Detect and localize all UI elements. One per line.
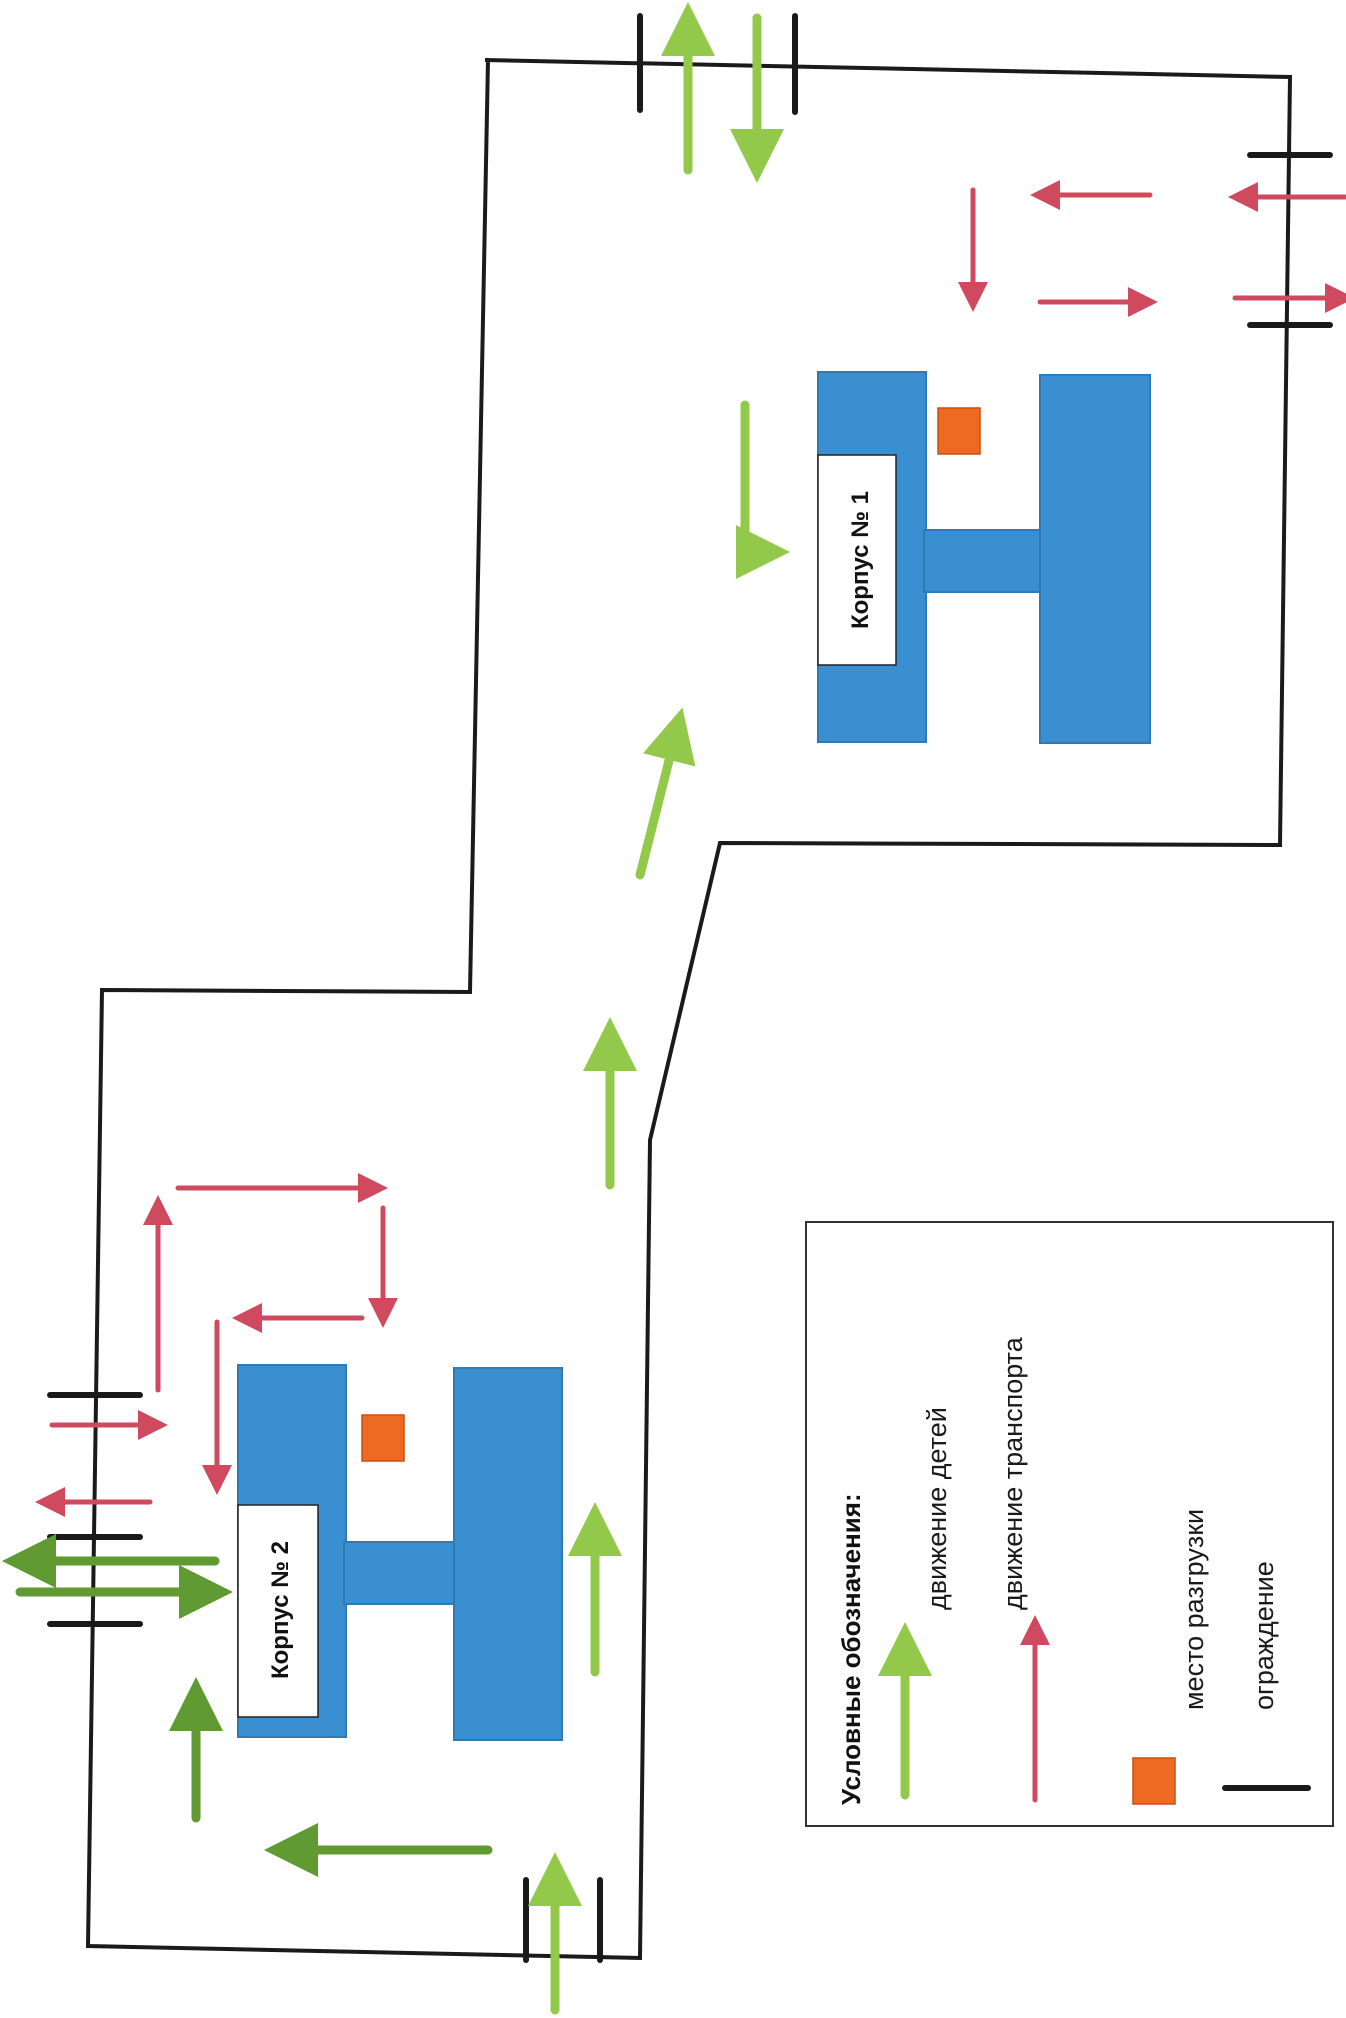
building-1-connector (923, 529, 1045, 593)
children-path-arrow (736, 400, 790, 579)
legend-title: Условные обозначения: (836, 1493, 866, 1805)
building-1-label: Корпус № 1 (847, 491, 874, 629)
legend-unloading-icon (1132, 1757, 1176, 1805)
legend-unloading-label: место разгрузки (1179, 1509, 1209, 1710)
fence-gates (47, 13, 1333, 1963)
legend-fence-label: ограждение (1249, 1561, 1279, 1710)
children-path-arrow (635, 707, 696, 880)
legend-box (805, 1221, 1334, 1827)
legend-children-label: движение детей (922, 1407, 952, 1610)
building-2: Корпус № 2 (237, 1364, 563, 1741)
territory-boundary (85, 58, 1293, 1961)
children-paths-entrance (2, 1534, 493, 1877)
building-2-label: Корпус № 2 (267, 1541, 294, 1679)
legend-transport-label: движение транспорта (998, 1336, 1028, 1610)
building-1: Корпус № 1 (817, 371, 1151, 744)
unloading-spot-2 (361, 1414, 405, 1462)
building-2-label-box (237, 1504, 319, 1718)
building-2-connector (343, 1541, 465, 1605)
building-2-wing-right (453, 1367, 563, 1741)
children-paths (528, 2, 790, 2015)
building-1-label-box (817, 454, 897, 666)
building-1-wing-right (1039, 374, 1151, 744)
legend: Условные обозначения: движение детей дви… (805, 1221, 1334, 1827)
unloading-spot-1 (937, 407, 981, 455)
transport-paths (35, 180, 1346, 1517)
